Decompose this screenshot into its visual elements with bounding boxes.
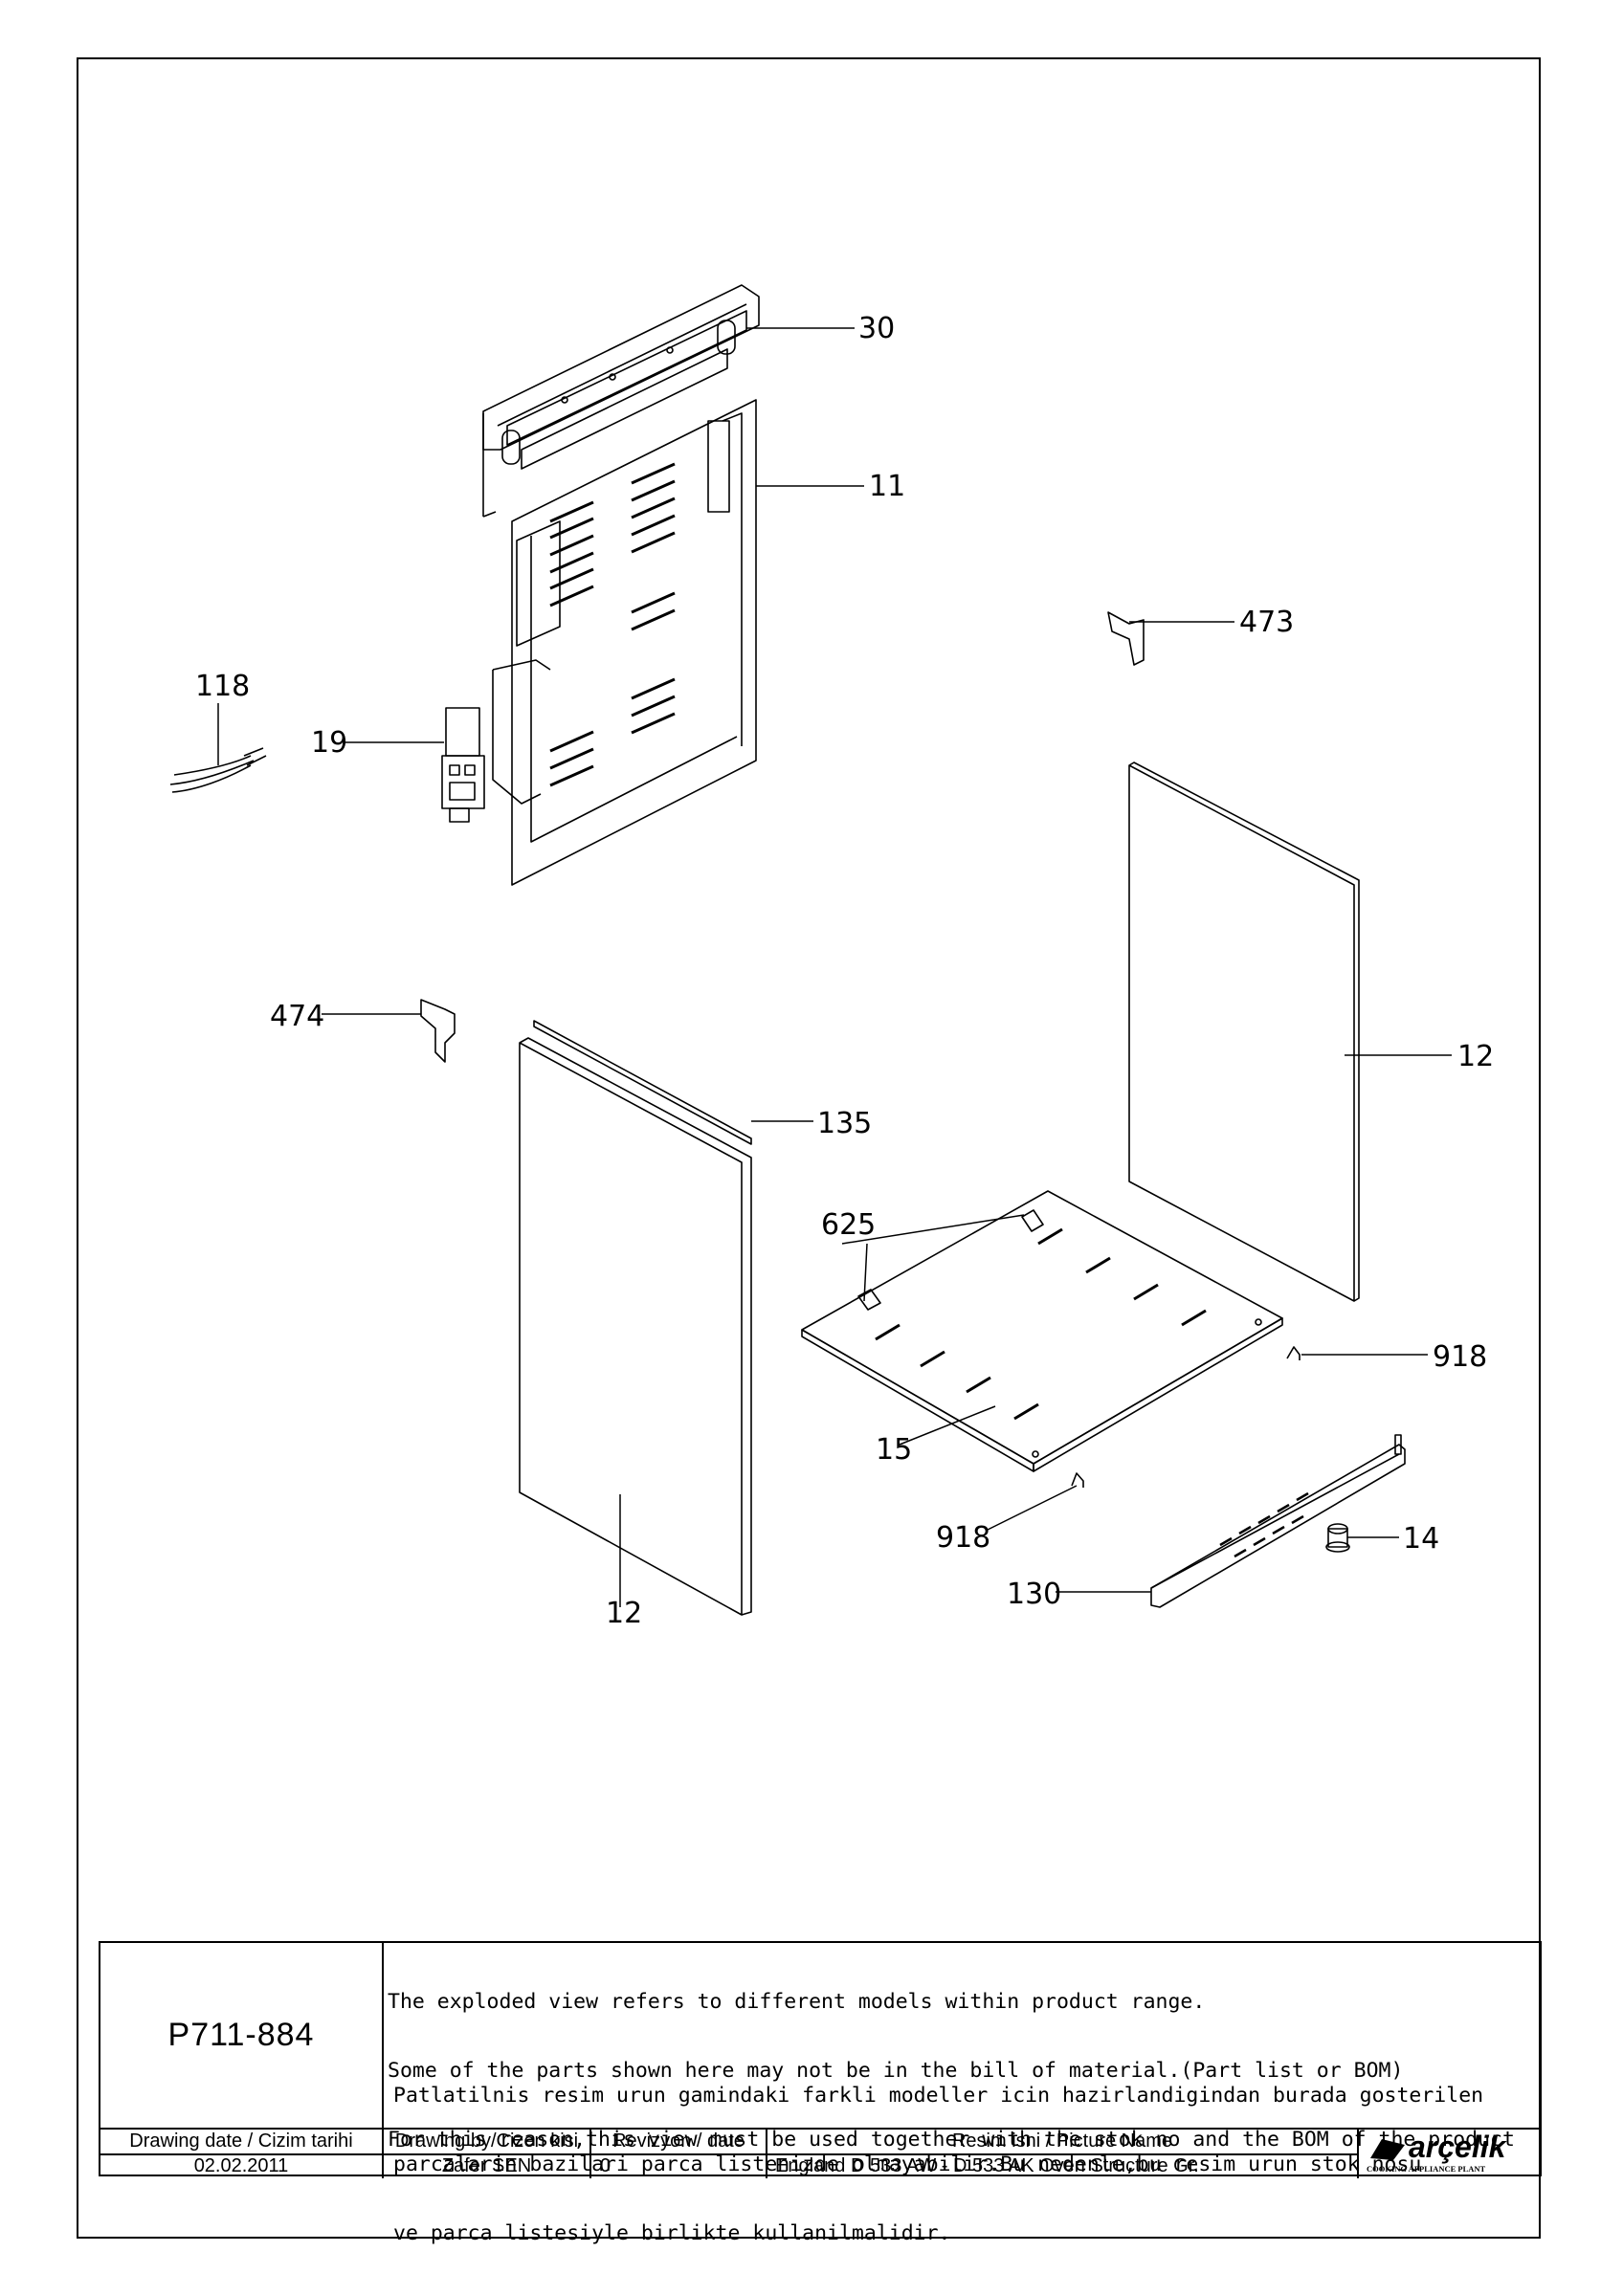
part-135-strip xyxy=(533,1020,752,1145)
header-picture-name: Resim isni / Picture Name xyxy=(951,2130,1173,2152)
picture-name-value: England D 533 AW - D 533 AK Oven Structu… xyxy=(775,2155,1199,2176)
callout-625: 625 xyxy=(821,1208,876,1242)
note-en-line-3: For this reason,this view must be used t… xyxy=(388,2128,1515,2152)
callout-labels: 30 11 473 118 19 474 12 135 625 918 15 9… xyxy=(195,312,1494,1630)
callout-12-left: 12 xyxy=(606,1597,642,1630)
header-drawing-date: Drawing date / Cizim tarihi xyxy=(129,2130,353,2152)
callout-918-right: 918 xyxy=(1433,1340,1487,1374)
part-118-cable xyxy=(169,747,267,793)
note-turkish: Patlatilnis resim urun gamindaki farkli … xyxy=(393,2039,1483,2291)
note-english: The exploded view refers to different mo… xyxy=(388,1945,1515,2197)
callout-473: 473 xyxy=(1239,606,1294,639)
callout-11: 11 xyxy=(869,470,905,503)
part-15-bottom-plate xyxy=(801,1190,1283,1472)
divider xyxy=(100,2153,1357,2155)
note-en-line-2: Some of the parts shown here may not be … xyxy=(388,2059,1404,2083)
callout-14: 14 xyxy=(1403,1522,1439,1556)
divider xyxy=(589,2128,591,2178)
brand-name: arçelik xyxy=(1409,2130,1506,2164)
callout-15: 15 xyxy=(876,1433,912,1467)
part-30-top-bracket xyxy=(482,284,760,518)
brand-logo: arçelik COOKING APPLIANCE PLANT xyxy=(1359,2130,1540,2176)
part-474-clip xyxy=(420,999,456,1063)
header-revision: Revizyon / date xyxy=(612,2130,745,2152)
drawing-frame xyxy=(77,57,1541,2239)
part-12-left-side-panel xyxy=(519,1037,752,1616)
callout-130: 130 xyxy=(1007,1578,1061,1611)
divider xyxy=(1357,2128,1359,2178)
note-tr-line-1: Patlatilnis resim urun gamindaki farkli … xyxy=(393,2084,1484,2108)
drawing-date-value: 02.02.2011 xyxy=(193,2155,289,2176)
note-tr-line-3: ve parca listesiyle birlikte kullanilmal… xyxy=(393,2221,951,2245)
callout-474: 474 xyxy=(270,1000,324,1033)
part-14-foot xyxy=(1325,1523,1350,1553)
part-12-right-side-panel xyxy=(1128,762,1360,1302)
callout-135: 135 xyxy=(817,1107,872,1140)
callout-19: 19 xyxy=(311,726,347,760)
brand-subtitle: COOKING APPLIANCE PLANT xyxy=(1367,2164,1486,2174)
part-11-back-panel xyxy=(492,399,757,886)
part-19-thermostat xyxy=(441,707,485,823)
note-tr-line-2: parcalarin bazilari parca listenizde olm… xyxy=(393,2152,1422,2176)
leader-lines xyxy=(217,327,1452,1607)
callout-12-right: 12 xyxy=(1457,1040,1494,1073)
callout-118: 118 xyxy=(195,670,250,703)
divider xyxy=(382,1943,384,2178)
part-918-bottom-clip xyxy=(1071,1472,1084,1488)
arcelik-logo-icon xyxy=(1370,2139,1405,2160)
header-drawing-by: Drawing by/Cizen kisi xyxy=(394,2130,579,2152)
drawing-code: P711-884 xyxy=(167,2017,315,2053)
callout-30: 30 xyxy=(858,312,895,345)
callout-918-bottom: 918 xyxy=(936,1521,990,1555)
drawing-by-value: Zafer SEN xyxy=(441,2155,532,2176)
divider xyxy=(766,2128,767,2178)
title-block: P711-884 The exploded view refers to dif… xyxy=(99,1941,1542,2245)
part-130-rail xyxy=(1150,1434,1406,1608)
revision-value: 0 xyxy=(600,2155,611,2176)
note-en-line-1: The exploded view refers to different mo… xyxy=(388,1990,1206,2014)
part-918-right-clip xyxy=(1286,1346,1301,1360)
divider xyxy=(100,2128,1540,2130)
part-473-clip xyxy=(1107,611,1145,666)
